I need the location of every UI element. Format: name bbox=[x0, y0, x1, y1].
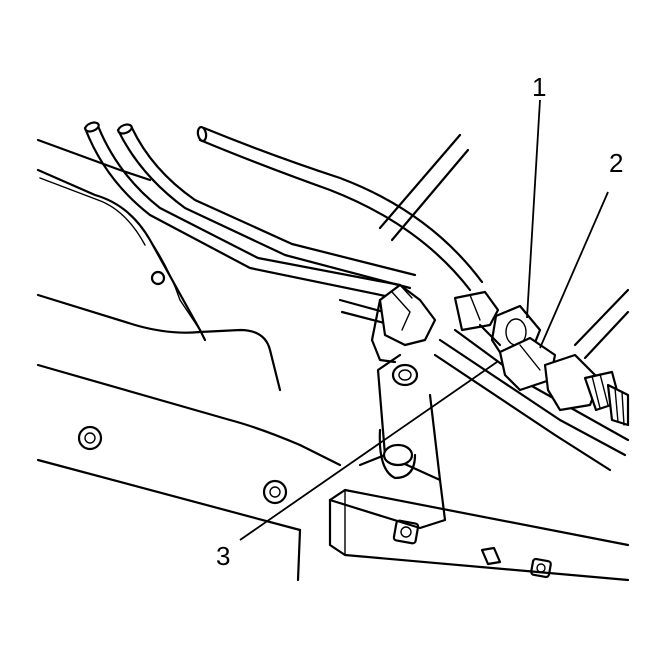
line-fitting-assembly bbox=[453, 290, 630, 427]
crossmember-bracket bbox=[328, 353, 630, 582]
brake-fuel-lines bbox=[83, 121, 630, 472]
leader-line-1 bbox=[526, 99, 541, 319]
leader-line-2 bbox=[539, 191, 609, 349]
pipe-clip bbox=[370, 283, 437, 480]
body-panel bbox=[36, 138, 342, 582]
callout-1: 1 bbox=[532, 72, 546, 102]
background-rails bbox=[378, 133, 630, 360]
callout-3: 3 bbox=[216, 541, 230, 571]
leader-lines bbox=[239, 99, 609, 541]
callout-2: 2 bbox=[609, 148, 623, 178]
callouts: 1 2 3 bbox=[216, 72, 623, 571]
leader-line-3 bbox=[239, 361, 498, 541]
